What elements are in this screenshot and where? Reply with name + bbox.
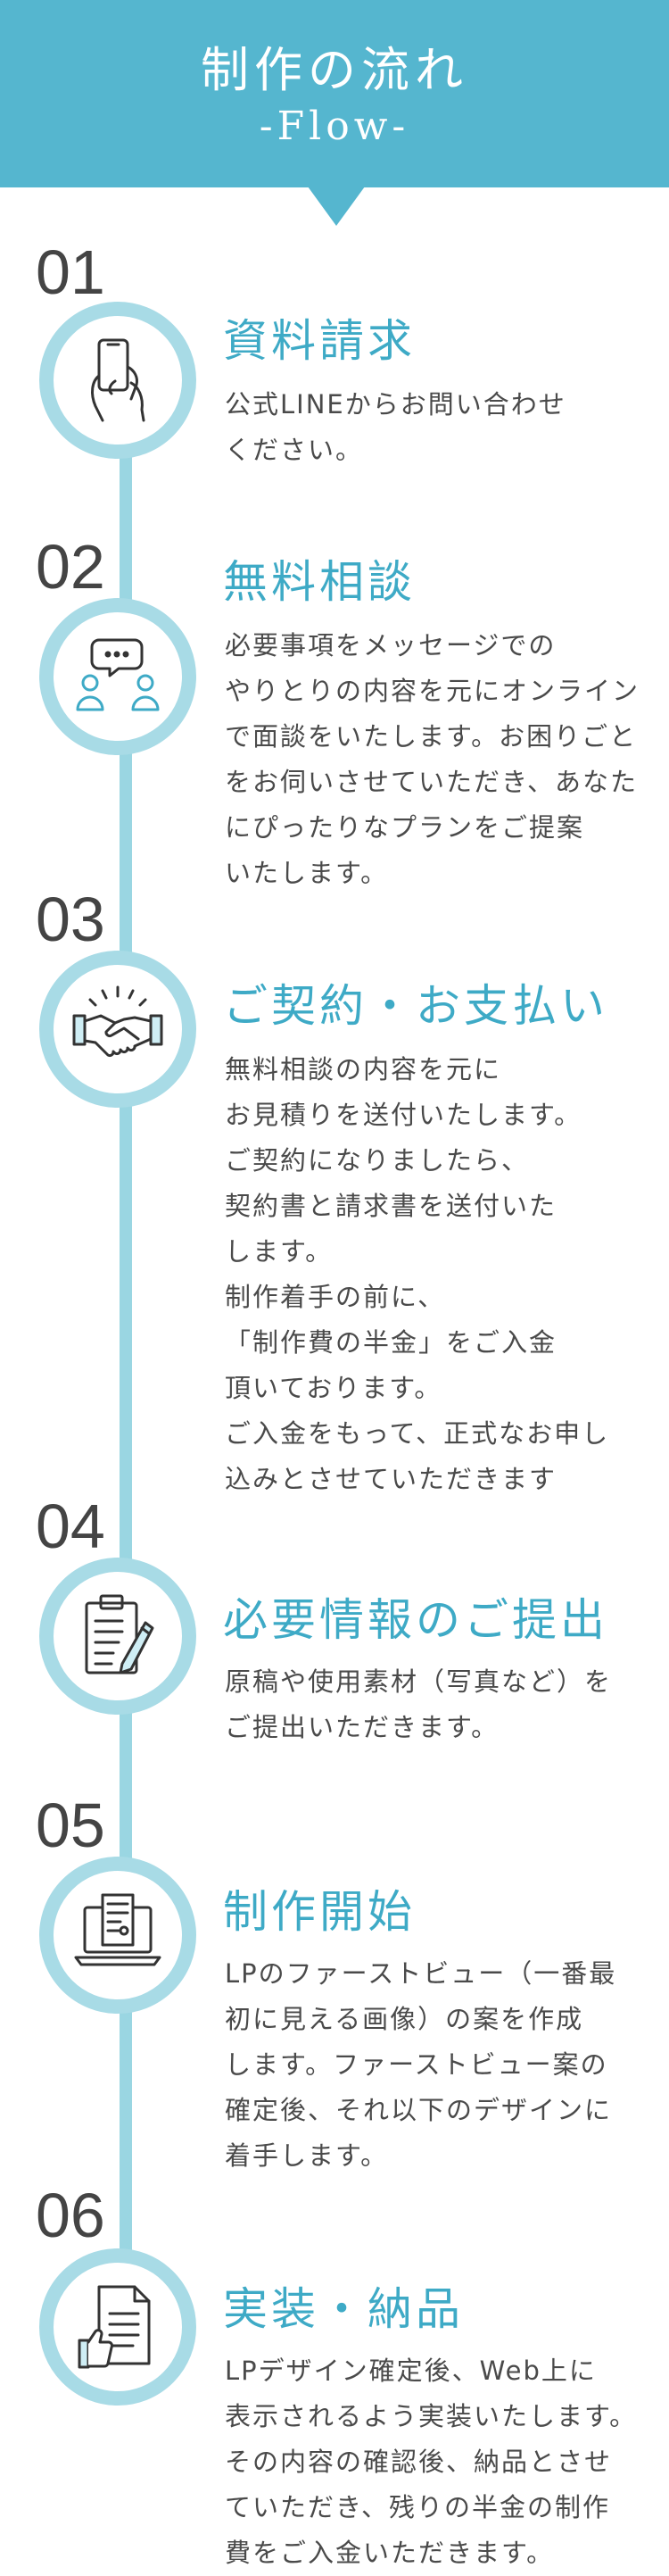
smartphone-hand-icon xyxy=(91,338,145,422)
step-description: 必要事項をメッセージでの やりとりの内容を元にオンライン で面談をいたします。お… xyxy=(225,630,640,888)
step-number: 05 xyxy=(36,1791,105,1860)
consultation-icon xyxy=(76,638,160,711)
step-title: 無料相談 xyxy=(223,556,416,608)
step-title: 資料請求 xyxy=(223,315,416,367)
step-title: 必要情報のご提出 xyxy=(223,1594,608,1646)
step-number: 01 xyxy=(36,237,105,307)
step-title: ご契約・お支払い xyxy=(223,980,608,1032)
step-icon-circle xyxy=(39,598,196,755)
section-header: 制作の流れ -Flow- xyxy=(0,0,669,187)
document-thumbsup-icon xyxy=(78,2285,151,2369)
page-subtitle: -Flow- xyxy=(259,104,410,149)
page-title: 制作の流れ xyxy=(201,42,468,98)
laptop-document-icon xyxy=(74,1893,161,1966)
step-icon-circle xyxy=(39,302,196,459)
step-title: 実装・納品 xyxy=(223,2283,464,2335)
timeline-line xyxy=(120,393,132,2267)
step-icon-circle xyxy=(39,1857,196,2014)
step-number: 03 xyxy=(36,885,105,954)
step-icon-circle xyxy=(39,951,196,1108)
step-description: LPのファーストビュー（一番最 初に見える画像）の案を作成 します。ファーストビ… xyxy=(225,1958,617,2171)
step-description: 原稿や使用素材（写真など）を ご提出いただきます。 xyxy=(225,1666,613,1742)
clipboard-pen-icon xyxy=(85,1594,154,1674)
handshake-icon xyxy=(72,985,163,1058)
step-number: 06 xyxy=(36,2181,105,2250)
step-description: 無料相談の内容を元に お見積りを送付いたします。 ご契約になりましたら、 契約書… xyxy=(225,1054,610,1494)
header-arrow xyxy=(308,187,365,226)
step-description: LPデザイン確定後、Web上に 表示されるよう実装いたします。 その内容の確認後… xyxy=(225,2356,638,2568)
step-icon-circle xyxy=(39,2248,196,2406)
step-number: 04 xyxy=(36,1492,105,1561)
step-icon-circle xyxy=(39,1558,196,1715)
step-description: 公式LINEからお問い合わせ ください。 xyxy=(225,389,566,465)
step-title: 制作開始 xyxy=(223,1886,416,1938)
step-number: 02 xyxy=(36,532,105,602)
